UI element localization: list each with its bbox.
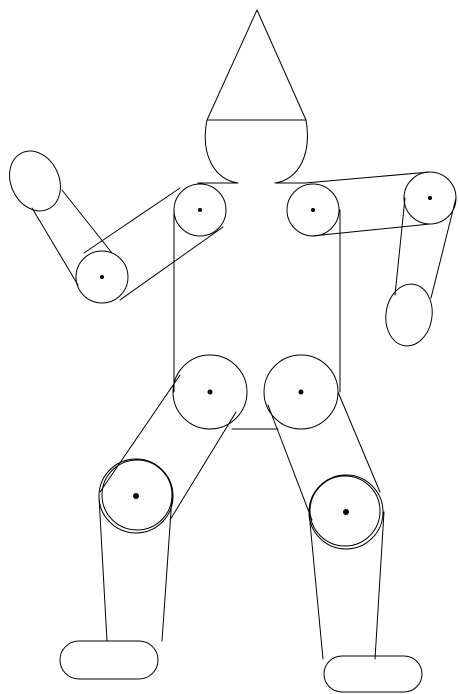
left-arm — [287, 172, 456, 349]
right-knee-pivot-icon — [133, 493, 139, 499]
right-upper-arm-bottom-edge — [120, 227, 223, 300]
right-hand — [0, 143, 70, 219]
left-leg — [264, 355, 422, 692]
head-right-contour — [275, 120, 307, 183]
right-hip-pivot-icon — [208, 390, 213, 395]
right-elbow-pivot-icon — [100, 275, 104, 279]
right-foot — [60, 641, 158, 679]
left-thigh-left-edge — [268, 405, 312, 520]
right-shin-left-edge — [99, 497, 107, 641]
hat — [207, 10, 306, 120]
left-elbow-pivot-icon — [428, 196, 432, 200]
hat-cone — [207, 10, 306, 120]
right-forearm-right-edge — [62, 190, 112, 253]
torso — [174, 183, 340, 429]
left-forearm-left-edge — [395, 198, 405, 295]
right-thigh-left-edge — [100, 375, 180, 492]
left-foot — [324, 656, 422, 692]
right-upper-arm-top-edge — [84, 188, 180, 253]
left-hip-pivot-icon — [299, 390, 304, 395]
left-forearm-right-edge — [431, 198, 456, 298]
right-forearm-left-edge — [32, 208, 78, 285]
right-arm — [0, 143, 226, 303]
left-shin-right-edge — [375, 512, 384, 659]
right-shoulder-pivot-icon — [198, 208, 202, 212]
head-left-contour — [205, 120, 238, 183]
left-shoulder-pivot-icon — [311, 208, 315, 212]
right-leg — [60, 355, 247, 679]
left-knee-pivot-icon — [343, 509, 349, 515]
left-hand — [382, 281, 436, 349]
left-upper-arm-top-edge — [305, 172, 430, 183]
head — [205, 120, 307, 183]
